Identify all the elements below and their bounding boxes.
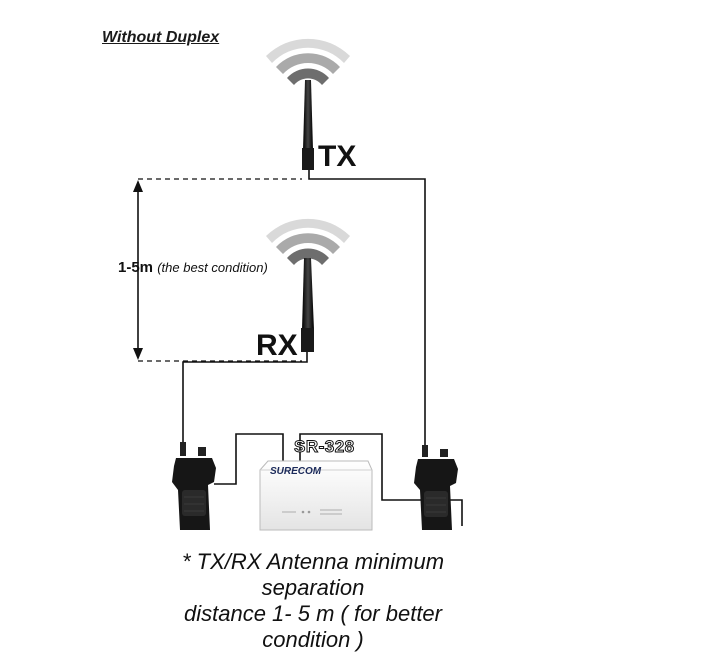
tx-label: TX bbox=[318, 140, 357, 173]
distance-label: 1-5m (the best condition) bbox=[118, 259, 268, 276]
distance-note: (the best condition) bbox=[157, 260, 268, 275]
rx-label: RX bbox=[256, 329, 298, 362]
diagram-title: Without Duplex bbox=[102, 29, 220, 46]
rx-wifi-signal-icon bbox=[266, 218, 350, 265]
footnote: * TX/RX Antenna minimum separation dista… bbox=[148, 549, 478, 653]
left-handheld-radio-icon bbox=[172, 442, 216, 530]
footnote-line-1: * TX/RX Antenna minimum separation bbox=[181, 549, 445, 600]
controller-model: SR-328 bbox=[294, 437, 355, 457]
distance-value: 1-5m bbox=[118, 259, 154, 276]
footnote-line-2: distance 1- 5 m ( for better condition ) bbox=[184, 601, 442, 652]
duplex-diagram bbox=[133, 38, 463, 531]
repeater-controller-icon bbox=[259, 460, 373, 531]
separation-guides bbox=[138, 178, 302, 362]
distance-arrow bbox=[133, 180, 143, 360]
right-handheld-radio-icon bbox=[414, 445, 458, 530]
tx-antenna-icon bbox=[302, 80, 314, 170]
cables bbox=[182, 170, 463, 526]
tx-wifi-signal-icon bbox=[266, 38, 350, 85]
controller-brand: SURECOM bbox=[270, 466, 322, 477]
rx-antenna-icon bbox=[301, 258, 314, 352]
